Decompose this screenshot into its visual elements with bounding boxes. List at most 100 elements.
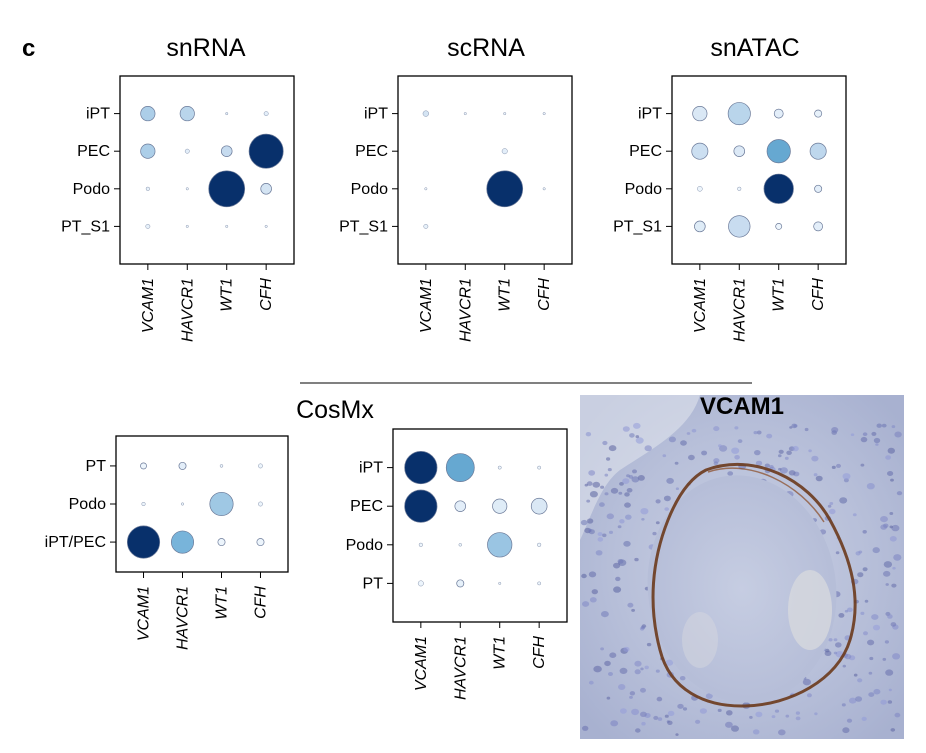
nucleus bbox=[893, 554, 902, 561]
dot bbox=[258, 501, 263, 507]
nucleus bbox=[717, 708, 722, 713]
col-label: CFH bbox=[531, 636, 548, 669]
nucleus bbox=[755, 711, 763, 718]
nucleus bbox=[608, 672, 613, 676]
nucleus bbox=[604, 473, 609, 477]
dot bbox=[219, 464, 224, 468]
nucleus bbox=[871, 431, 877, 436]
row-label: iPT bbox=[86, 106, 110, 123]
cosmx-title: CosMx bbox=[296, 396, 374, 424]
nucleus bbox=[600, 647, 604, 651]
nucleus bbox=[634, 660, 642, 667]
nucleus bbox=[737, 439, 743, 443]
nucleus bbox=[891, 583, 897, 588]
plot-title: scRNA bbox=[447, 34, 525, 62]
nucleus bbox=[774, 709, 780, 713]
nucleus bbox=[846, 718, 853, 723]
nucleus bbox=[841, 703, 846, 707]
plot-frame bbox=[392, 428, 568, 623]
nucleus bbox=[617, 559, 624, 564]
nucleus bbox=[674, 461, 679, 465]
nucleus bbox=[655, 521, 660, 525]
nucleus bbox=[631, 708, 640, 716]
dot bbox=[184, 148, 190, 154]
dot bbox=[498, 582, 502, 585]
nucleus bbox=[847, 607, 853, 613]
nucleus bbox=[613, 586, 622, 593]
nucleus bbox=[764, 463, 770, 468]
dot bbox=[456, 579, 465, 588]
nucleus bbox=[839, 497, 848, 504]
nucleus bbox=[892, 653, 901, 660]
dot bbox=[225, 224, 229, 228]
nucleus bbox=[581, 573, 587, 579]
nucleus bbox=[866, 483, 875, 490]
nucleus bbox=[766, 433, 773, 439]
nucleus bbox=[631, 476, 640, 483]
nucleus bbox=[627, 602, 634, 608]
col-label: CFH bbox=[536, 278, 553, 311]
nucleus bbox=[835, 551, 840, 555]
dot bbox=[248, 133, 284, 169]
dot bbox=[417, 580, 424, 587]
nucleus bbox=[883, 570, 891, 577]
photo-title: VCAM1 bbox=[700, 393, 784, 420]
nucleus bbox=[585, 432, 592, 437]
nucleus bbox=[589, 597, 597, 603]
nucleus bbox=[804, 427, 809, 432]
nucleus bbox=[788, 470, 796, 476]
row-label: Podo bbox=[73, 181, 110, 198]
col-label: HAVCR1 bbox=[457, 278, 474, 342]
nucleus bbox=[691, 428, 697, 433]
nucleus bbox=[641, 518, 645, 521]
dot bbox=[542, 187, 546, 191]
dot bbox=[445, 453, 475, 482]
dot bbox=[728, 215, 751, 238]
nucleus bbox=[808, 449, 812, 453]
dot bbox=[486, 170, 524, 208]
nucleus bbox=[858, 550, 863, 554]
nucleus bbox=[640, 667, 644, 671]
nucleus bbox=[617, 525, 622, 529]
nucleus bbox=[860, 611, 865, 616]
dot bbox=[126, 525, 161, 559]
plot-frame bbox=[119, 75, 295, 265]
nucleus bbox=[864, 599, 869, 603]
nucleus bbox=[606, 696, 611, 700]
nucleus bbox=[862, 432, 868, 437]
nucleus bbox=[880, 516, 888, 523]
nucleus bbox=[887, 471, 894, 476]
row-label: PEC bbox=[355, 143, 388, 160]
nucleus bbox=[833, 651, 838, 655]
nucleus bbox=[588, 571, 597, 578]
nucleus bbox=[635, 728, 641, 733]
dot bbox=[737, 186, 742, 191]
nucleus bbox=[850, 433, 855, 437]
dot bbox=[763, 173, 794, 204]
nucleus bbox=[668, 436, 677, 443]
dot bbox=[692, 106, 708, 122]
nucleus bbox=[682, 707, 688, 711]
dot bbox=[140, 106, 156, 122]
dot bbox=[503, 112, 507, 116]
nucleus bbox=[778, 729, 786, 736]
dot bbox=[775, 222, 783, 230]
dot bbox=[256, 538, 265, 547]
nucleus bbox=[829, 502, 834, 505]
nucleus bbox=[601, 611, 609, 618]
nucleus bbox=[609, 652, 617, 658]
nucleus bbox=[813, 473, 818, 477]
nucleus bbox=[624, 502, 631, 508]
dot bbox=[733, 145, 746, 157]
dot bbox=[264, 224, 268, 228]
plot-frame bbox=[671, 75, 847, 265]
col-label: WT1 bbox=[213, 586, 230, 620]
dot bbox=[145, 186, 150, 191]
nucleus bbox=[657, 717, 663, 721]
dot bbox=[492, 498, 508, 514]
nucleus bbox=[881, 423, 887, 428]
nucleus bbox=[623, 646, 630, 652]
nucleus bbox=[653, 715, 659, 720]
row-label: Podo bbox=[351, 181, 388, 198]
